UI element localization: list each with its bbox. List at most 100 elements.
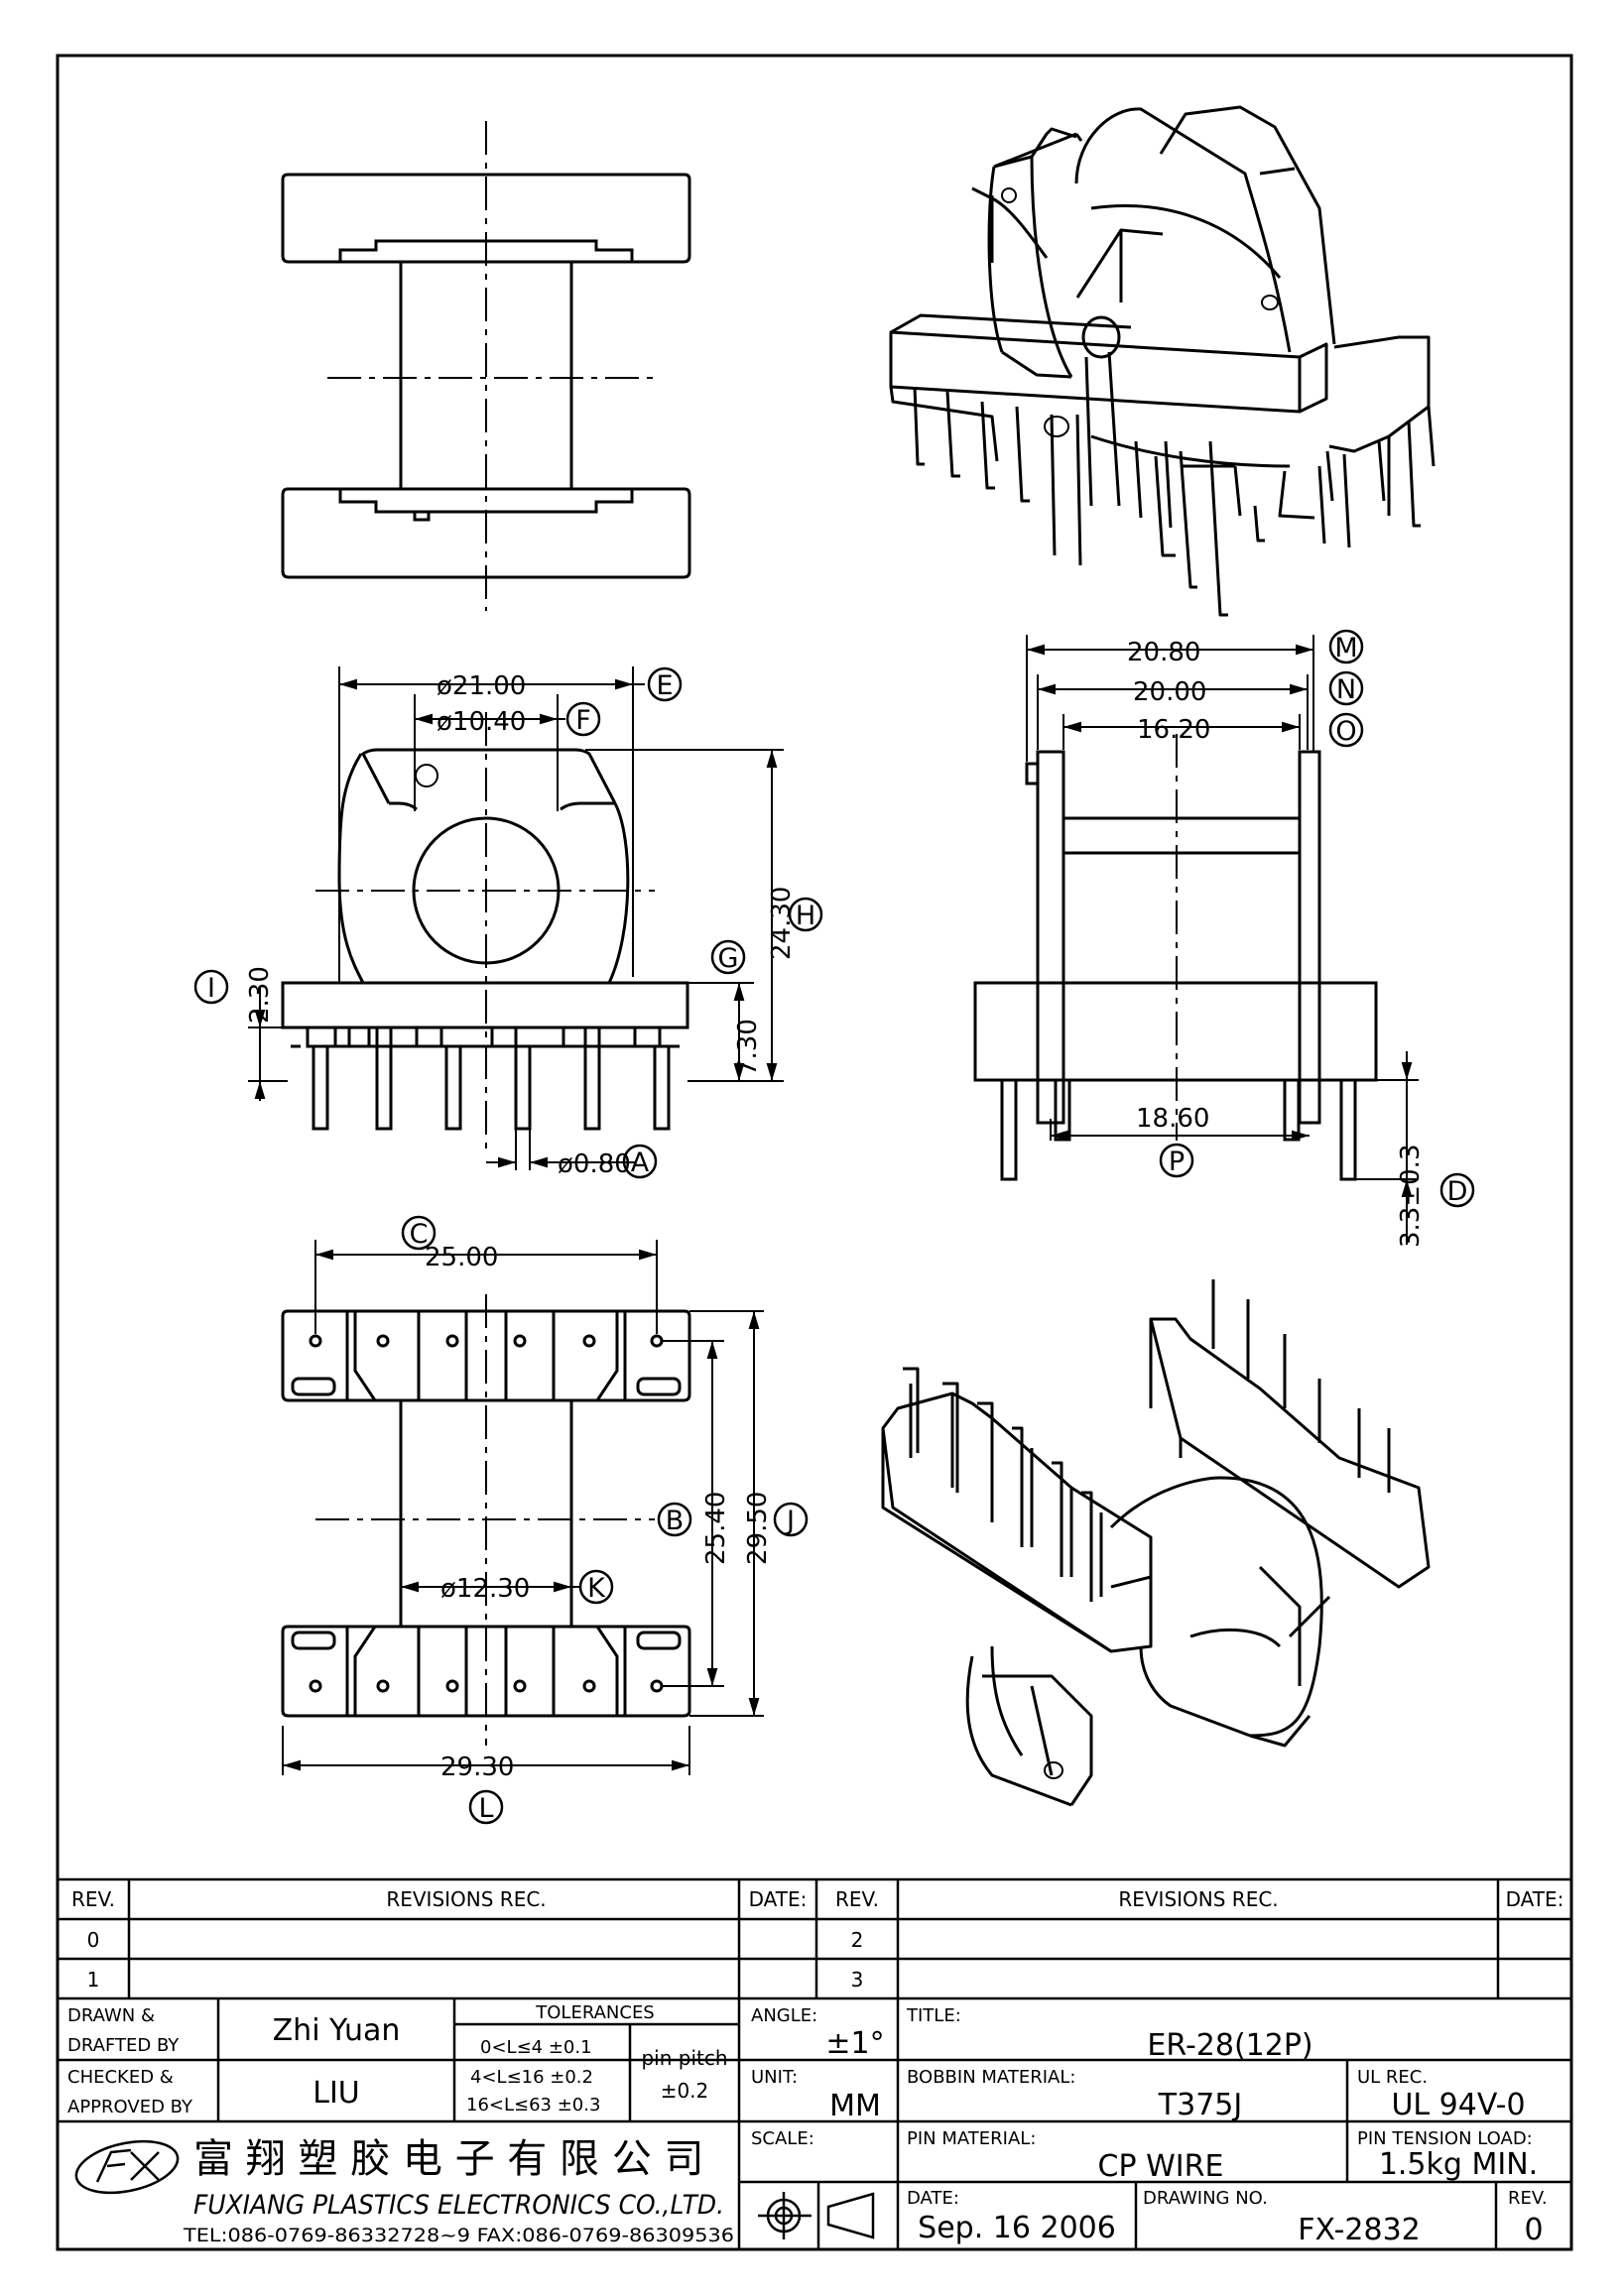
bobbin-material-label: BOBBIN MATERIAL: [907,2067,1075,2088]
projection-symbol-icon [758,2192,875,2239]
callout-a: A [631,1148,650,1178]
dim-e-diameter: ø21.00 [437,671,526,701]
drawn-by-value: Zhi Yuan [273,2013,401,2048]
pin-pitch-value: ±0.2 [661,2079,709,2103]
revisions-rev-header-right: REV. [835,1887,879,1911]
company-name-chinese: 富 翔 塑 胶 电 子 有 限 公 司 [193,2136,703,2182]
revision-row-3: 3 [851,1968,864,1992]
callout-i: I [207,973,215,1004]
revisions-rev-header-left: REV. [71,1887,115,1911]
tolerances-label: TOLERANCES [535,2002,655,2023]
dim-a-pin: ø0.80 [558,1149,631,1179]
reference-callouts [193,629,1475,1825]
top-view [281,121,691,611]
scale-label: SCALE: [751,2128,814,2149]
ul-rec-value: UL 94V-0 [1391,2088,1525,2122]
part-info-section: TITLE: ER-28(12P) BOBBIN MATERIAL: T375J… [906,2005,1548,2247]
dim-g-height: 7.30 [733,1019,763,1076]
date-value: Sep. 16 2006 [918,2211,1116,2245]
callout-b: B [666,1506,685,1536]
part-title-value: ER-28(12P) [1147,2028,1312,2063]
reference-callout-letters: A B C D E F G H I J K L M N O P [207,633,1467,1824]
bottom-view-dimension-text: 25.00 25.40 29.50 ø12.30 29.30 [425,1243,773,1782]
dim-f-diameter: ø10.40 [437,707,526,737]
tolerance-range-1: 0<L≤4 ±0.1 [480,2037,592,2058]
callout-n: N [1336,674,1356,705]
side-view-dimensions [1026,635,1419,1245]
checked-by-value: LIU [312,2076,360,2111]
angle-label: ANGLE: [751,2005,817,2026]
callout-l: L [478,1793,493,1824]
drawn-label-line2: DRAFTED BY [67,2035,180,2056]
callout-g: G [718,943,739,974]
callout-d: D [1447,1176,1468,1207]
front-view [281,712,689,1150]
company-section: 富 翔 塑 胶 电 子 有 限 公 司 FUXIANG PLASTICS ELE… [183,2136,734,2246]
company-logo-icon [74,2139,180,2195]
callout-e: E [656,670,673,701]
rev-label: REV. [1508,2188,1548,2209]
pin-material-value: CP WIRE [1098,2149,1224,2184]
callout-f: F [575,705,591,736]
front-view-dimensions [248,666,784,1170]
rev-value: 0 [1524,2213,1543,2247]
date-label: DATE: [907,2188,959,2209]
dim-l-width: 29.30 [440,1752,514,1782]
pin-pitch-label: pin pitch [641,2046,727,2070]
dim-j-span: 29.50 [743,1492,773,1565]
revision-row-1: 1 [87,1968,100,1992]
drawing-number-label: DRAWING NO. [1143,2188,1268,2209]
unit-value: MM [829,2089,881,2123]
callout-p: P [1169,1147,1185,1177]
callout-c: C [410,1219,429,1250]
bottom-view [281,1294,691,1746]
angle-unit-scale-section: ANGLE: ±1° UNIT: MM SCALE: [751,2005,885,2149]
tolerance-range-3: 16<L≤63 ±0.3 [466,2095,600,2115]
dim-k-diameter: ø12.30 [440,1574,530,1604]
revisions-date-header-left: DATE: [749,1887,808,1911]
ul-rec-label: UL REC. [1357,2067,1428,2088]
dim-b-span: 25.40 [701,1492,731,1565]
revisions-date-header-right: DATE: [1506,1887,1564,1911]
checked-label-line1: CHECKED & [67,2067,174,2088]
side-view [973,734,1378,1181]
dim-i-height: 2.30 [245,966,275,1024]
bobbin-material-value: T375J [1158,2088,1242,2122]
isometric-view-pins-up [881,1279,1431,1807]
callout-k: K [587,1573,606,1604]
title-block-grid [58,1877,1571,2249]
drawn-label-line1: DRAWN & [67,2005,155,2026]
revision-row-0: 0 [87,1928,100,1952]
callout-m: M [1334,633,1357,664]
callout-o: O [1335,716,1356,747]
pin-tension-value: 1.5kg MIN. [1379,2147,1538,2182]
dim-c-pitch: 25.00 [425,1243,498,1272]
callout-j: J [785,1506,795,1536]
drawing-number-value: FX-2832 [1298,2213,1421,2247]
revisions-rec-header-left: REVISIONS REC. [386,1887,546,1911]
isometric-view-pins-down [889,105,1436,617]
revisions-rec-header-right: REVISIONS REC. [1118,1887,1278,1911]
angle-value: ±1° [825,2026,884,2061]
unit-label: UNIT: [751,2067,798,2088]
callout-h: H [796,901,815,931]
title-label: TITLE: [906,2005,961,2026]
tolerance-range-2: 4<L≤16 ±0.2 [470,2067,593,2088]
dim-n-width: 20.00 [1133,677,1206,707]
side-view-dimension-text: 20.80 20.00 16.20 18.60 3.3±0.3 [1127,638,1426,1248]
drawing-border [56,54,1573,2251]
dim-p-width: 18.60 [1136,1104,1209,1134]
approval-section: DRAWN & DRAFTED BY Zhi Yuan CHECKED & AP… [67,2002,728,2117]
pin-material-label: PIN MATERIAL: [907,2128,1036,2149]
revisions-table: REV. REVISIONS REC. DATE: REV. REVISIONS… [71,1887,1563,1992]
dim-m-width: 20.80 [1127,638,1200,667]
company-contact: TEL:086-0769-86332728~9 FAX:086-0769-863… [183,2225,734,2246]
dim-o-width: 16.20 [1137,715,1210,745]
checked-label-line2: APPROVED BY [67,2097,193,2117]
dim-d-pin-length: 3.3±0.3 [1396,1145,1426,1248]
pin-tension-label: PIN TENSION LOAD: [1357,2128,1533,2149]
company-name-english: FUXIANG PLASTICS ELECTRONICS CO.,LTD. [193,2190,724,2221]
bottom-view-dimensions [282,1240,764,1775]
revision-row-2: 2 [851,1928,864,1952]
